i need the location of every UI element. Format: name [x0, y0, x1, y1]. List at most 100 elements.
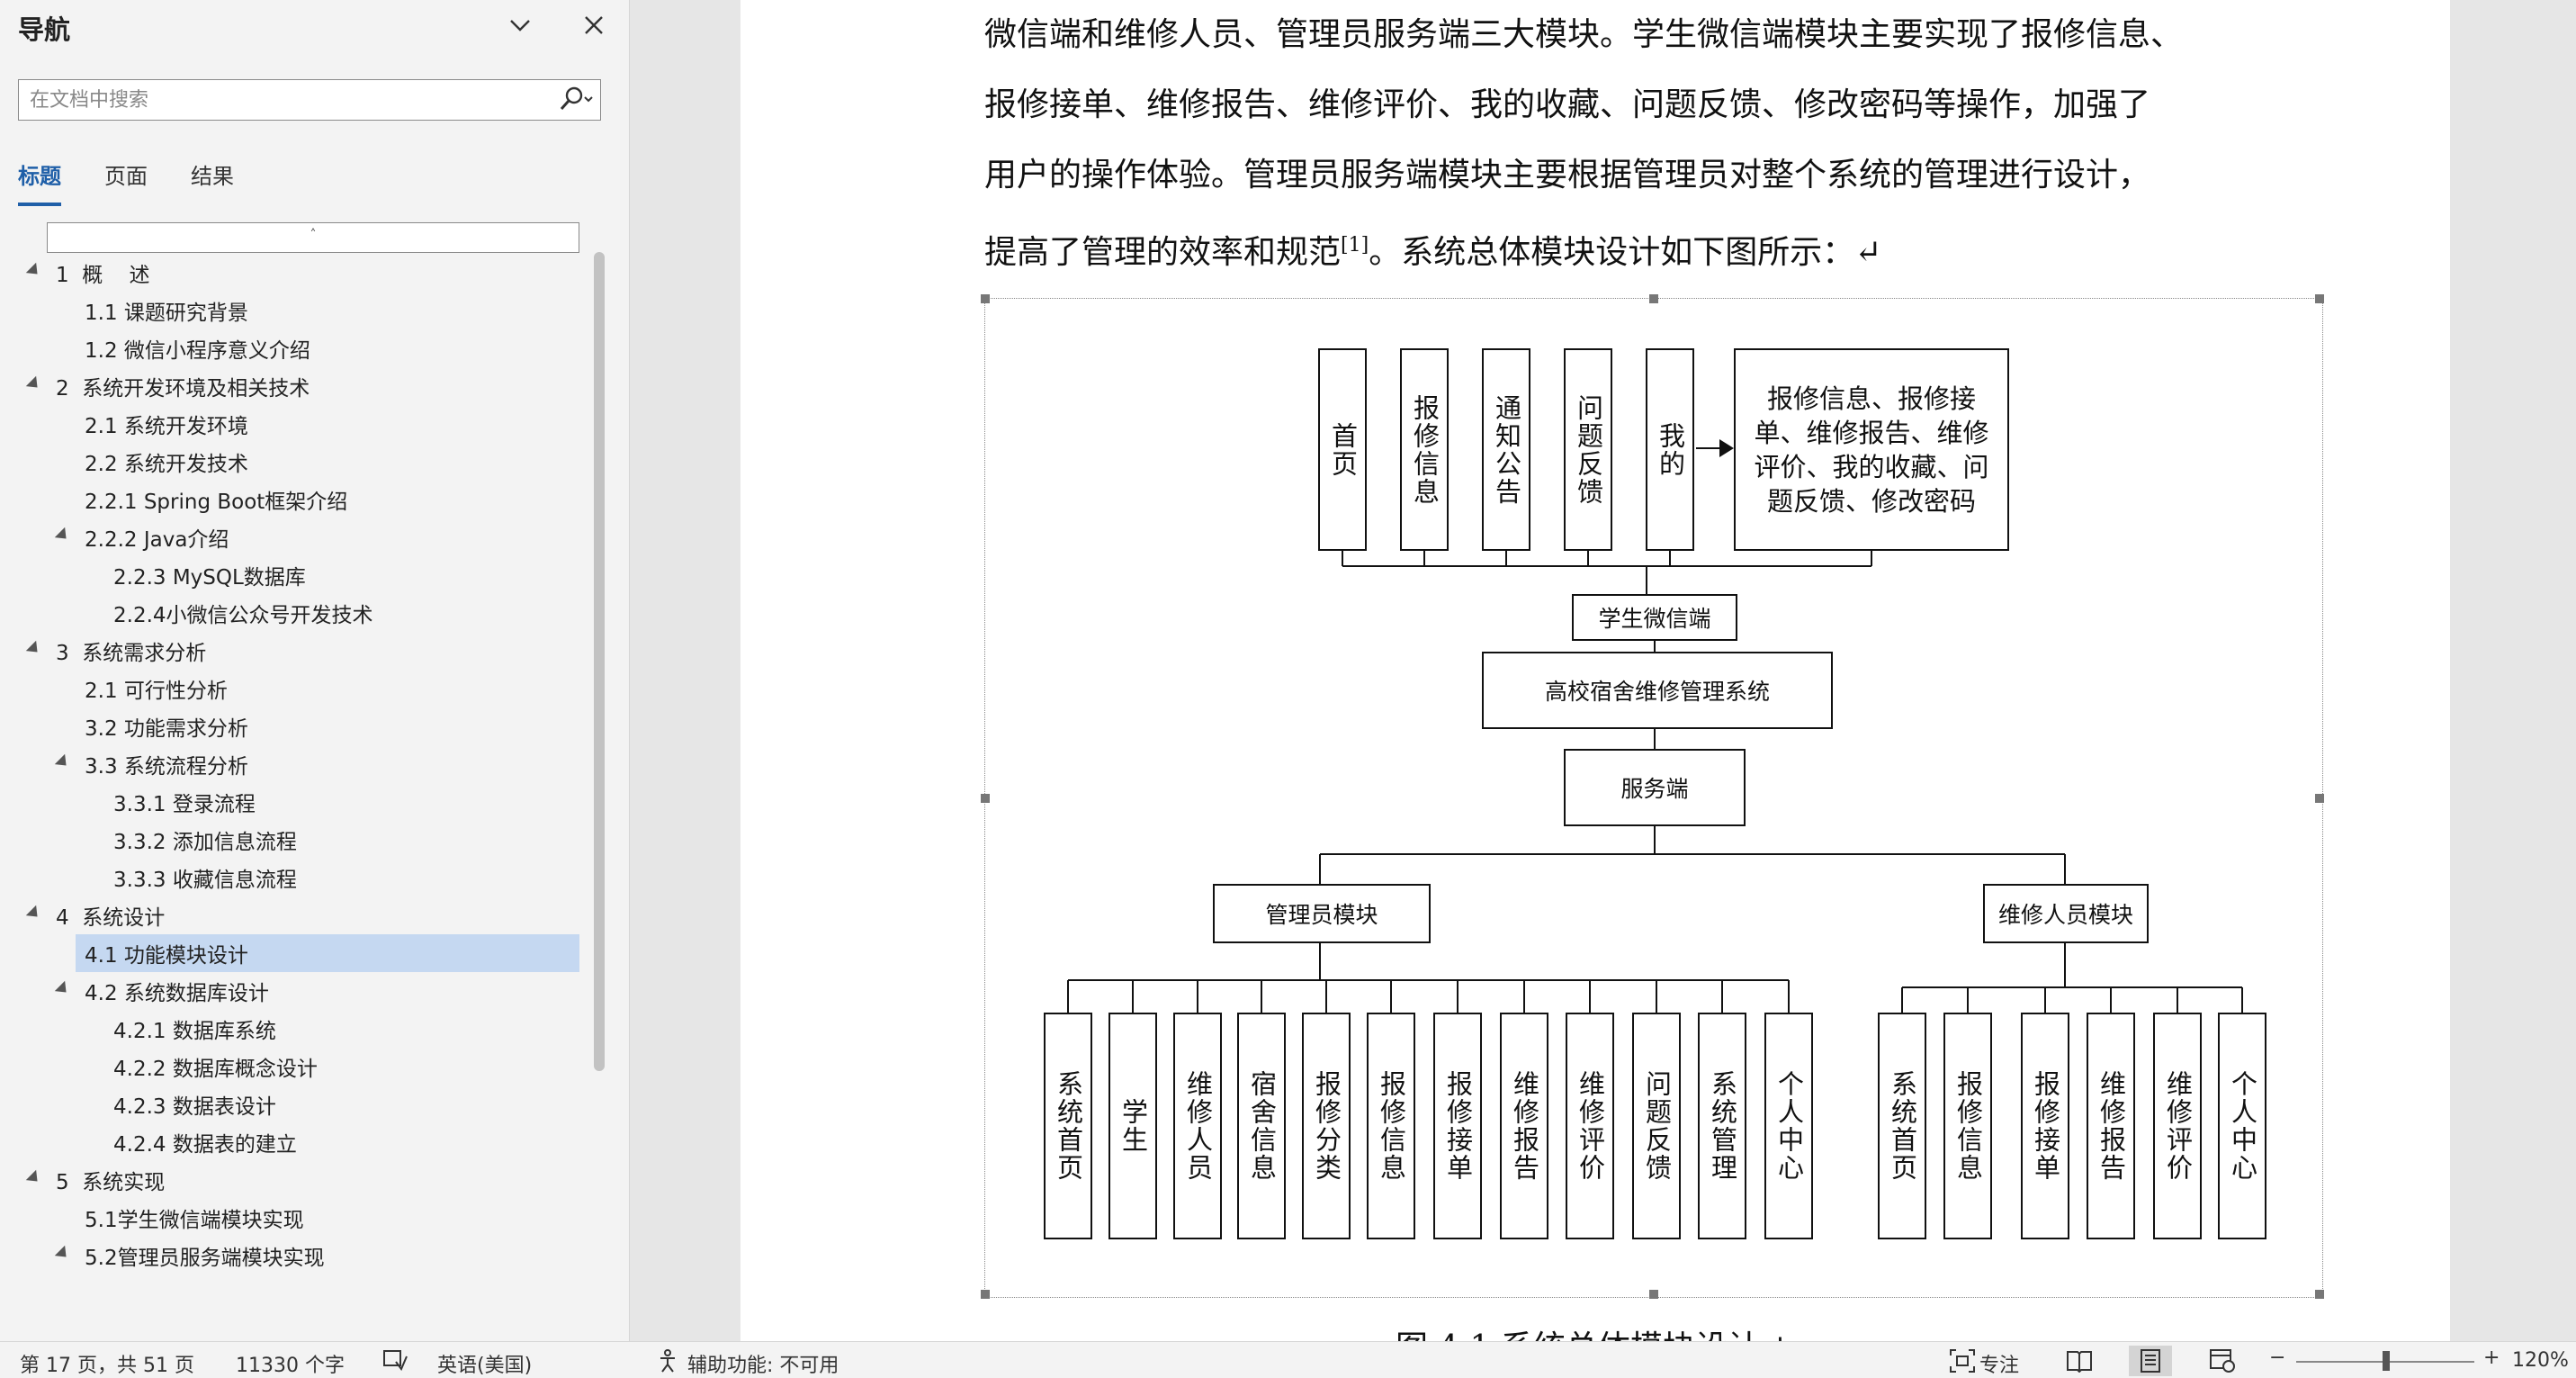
resize-handle[interactable]: [981, 1290, 990, 1299]
outline-item[interactable]: 3.2 功能需求分析: [0, 707, 594, 745]
admin-item-box-label: 维修报告: [1509, 1070, 1540, 1182]
expand-caret-icon[interactable]: [25, 375, 43, 393]
outline-item[interactable]: 4.2.1 数据库系统: [0, 1010, 594, 1048]
expand-caret-icon[interactable]: [25, 640, 43, 658]
zoom-out-button[interactable]: −: [2269, 1346, 2286, 1369]
expand-caret-icon[interactable]: [54, 1245, 72, 1263]
nav-close-icon[interactable]: [574, 5, 614, 45]
expand-caret-icon[interactable]: [25, 262, 43, 280]
outline-item[interactable]: 4.2.4 数据表的建立: [0, 1123, 594, 1161]
document-area[interactable]: 微信端和维修人员、管理员服务端三大模块。学生微信端模块主要实现了报修信息、 报修…: [631, 0, 2576, 1341]
page-count[interactable]: 第 17 页，共 51 页: [20, 1355, 194, 1377]
outline-item[interactable]: 2.2 系统开发技术: [0, 443, 594, 481]
outline-item[interactable]: 1.2 微信小程序意义介绍: [0, 329, 594, 367]
outline-item-label: 4.2.1 数据库系统: [113, 1020, 276, 1043]
search-input[interactable]: [19, 80, 548, 120]
repair-item-box: 维修评价: [2153, 1013, 2202, 1239]
outline-item[interactable]: 2 系统开发环境及相关技术: [0, 367, 594, 405]
admin-item-box: 宿舍信息: [1237, 1013, 1286, 1239]
outline-item[interactable]: 4.2 系统数据库设计: [0, 972, 594, 1010]
admin-item-box-label: 问题反馈: [1641, 1070, 1673, 1182]
admin-item-box: 维修报告: [1500, 1013, 1548, 1239]
focus-mode-button[interactable]: 专注: [1979, 1355, 2020, 1377]
focus-icon[interactable]: [1949, 1348, 1976, 1378]
read-mode-icon[interactable]: [2058, 1346, 2101, 1376]
outline-item[interactable]: 1.1 课题研究背景: [0, 292, 594, 329]
nav-tab-0[interactable]: 标题: [18, 158, 61, 206]
expand-caret-icon[interactable]: [54, 980, 72, 998]
accessibility-status[interactable]: 辅助功能: 不可用: [687, 1355, 839, 1377]
resize-handle[interactable]: [1649, 1290, 1658, 1299]
nav-tab-2[interactable]: 结果: [191, 164, 234, 189]
admin-item-box: 报修信息: [1367, 1013, 1415, 1239]
outline-scrollbar: [594, 252, 605, 1071]
admin-item-box-label: 系统管理: [1707, 1070, 1738, 1182]
resize-handle[interactable]: [2315, 794, 2324, 803]
resize-handle[interactable]: [2315, 1290, 2324, 1299]
outline-item-label: 4.2.2 数据库概念设计: [113, 1058, 318, 1081]
outline-item[interactable]: 2.1 可行性分析: [0, 670, 594, 707]
outline-item[interactable]: 3 系统需求分析: [0, 632, 594, 670]
repair-item-box-label: 维修评价: [2162, 1070, 2194, 1182]
outline-item[interactable]: 3.3.2 添加信息流程: [0, 821, 594, 859]
resize-handle[interactable]: [1649, 294, 1658, 303]
document-page[interactable]: 微信端和维修人员、管理员服务端三大模块。学生微信端模块主要实现了报修信息、 报修…: [740, 0, 2450, 1341]
student-module-box: 报修信息: [1400, 348, 1449, 551]
zoom-slider-thumb[interactable]: [2383, 1351, 2390, 1371]
outline-item[interactable]: 2.2.2 Java介绍: [0, 518, 594, 556]
zoom-in-button[interactable]: +: [2483, 1346, 2500, 1369]
resize-handle[interactable]: [981, 794, 990, 803]
outline-item-label: 1.1 课题研究背景: [85, 302, 248, 325]
nav-options-chevron-down-icon[interactable]: [500, 5, 540, 45]
student-module-box: 通知公告: [1482, 348, 1530, 551]
word-count[interactable]: 11330 个字: [236, 1355, 345, 1377]
outline-scrollbar-thumb[interactable]: [594, 252, 605, 1071]
outline-item[interactable]: 4.1 功能模块设计: [76, 934, 579, 972]
outline-item[interactable]: 2.2.3 MySQL数据库: [0, 556, 594, 594]
zoom-level[interactable]: 120%: [2512, 1349, 2569, 1372]
admin-item-box-label: 报修信息: [1376, 1070, 1407, 1182]
body-paragraph[interactable]: 微信端和维修人员、管理员服务端三大模块。学生微信端模块主要实现了报修信息、 报修…: [984, 0, 2244, 281]
outline-item[interactable]: 3.3.3 收藏信息流程: [0, 859, 594, 896]
outline-item[interactable]: 4.2.3 数据表设计: [0, 1085, 594, 1123]
nav-tab-1[interactable]: 页面: [104, 164, 148, 189]
accessibility-icon[interactable]: [657, 1348, 684, 1378]
web-layout-icon[interactable]: [2201, 1346, 2244, 1376]
outline-item-label: 4.2.3 数据表设计: [113, 1095, 276, 1119]
outline-item-label: 2.1 可行性分析: [85, 680, 228, 703]
root-system-box: 高校宿舍维修管理系统: [1482, 652, 1833, 729]
language[interactable]: 英语(美国): [437, 1355, 533, 1377]
outline-item[interactable]: 4 系统设计: [0, 896, 594, 934]
expand-caret-icon[interactable]: [54, 753, 72, 771]
outline-item-label: 3.3.2 添加信息流程: [113, 831, 297, 854]
outline-item[interactable]: 2.2.4小微信公众号开发技术: [0, 594, 594, 632]
outline-item[interactable]: 2.1 系统开发环境: [0, 405, 594, 443]
proofing-icon[interactable]: [381, 1347, 408, 1378]
expand-caret-icon[interactable]: [54, 527, 72, 545]
figure-selection-frame[interactable]: 首页报修信息通知公告问题反馈我的报修信息、报修接单、维修报告、维修评价、我的收藏…: [981, 294, 2324, 1299]
search-dropdown-button[interactable]: [548, 80, 600, 120]
outline-item[interactable]: 5 系统实现: [0, 1161, 594, 1199]
outline-item[interactable]: 5.1学生微信端模块实现: [0, 1199, 594, 1237]
repair-item-box: 系统首页: [1878, 1013, 1926, 1239]
admin-item-box: 维修评价: [1566, 1013, 1614, 1239]
resize-handle[interactable]: [2315, 294, 2324, 303]
outline-scroll-up-button[interactable]: ˄: [47, 222, 579, 253]
outline-item[interactable]: 2.2.1 Spring Boot框架介绍: [0, 481, 594, 518]
expand-caret-icon[interactable]: [25, 905, 43, 923]
outline-item[interactable]: 1 概 述: [0, 254, 594, 292]
print-layout-icon[interactable]: [2129, 1346, 2172, 1376]
outline-item[interactable]: 3.3.1 登录流程: [0, 783, 594, 821]
citation-reference[interactable]: [1]: [1341, 234, 1369, 257]
paragraph-text: 提高了管理的效率和规范: [984, 234, 1342, 271]
mine-detail-box: 报修信息、报修接单、维修报告、维修评价、我的收藏、问题反馈、修改密码: [1734, 348, 2009, 551]
outline-item-label: 3.3 系统流程分析: [85, 755, 248, 779]
outline-item[interactable]: 5.2管理员服务端模块实现: [0, 1237, 594, 1274]
expand-caret-icon[interactable]: [25, 1169, 43, 1187]
student-module-box: 我的: [1646, 348, 1694, 551]
outline-item[interactable]: 4.2.2 数据库概念设计: [0, 1048, 594, 1085]
outline-item[interactable]: 3.3 系统流程分析: [0, 745, 594, 783]
resize-handle[interactable]: [981, 294, 990, 303]
outline-item-label: 2.2.3 MySQL数据库: [113, 566, 306, 590]
